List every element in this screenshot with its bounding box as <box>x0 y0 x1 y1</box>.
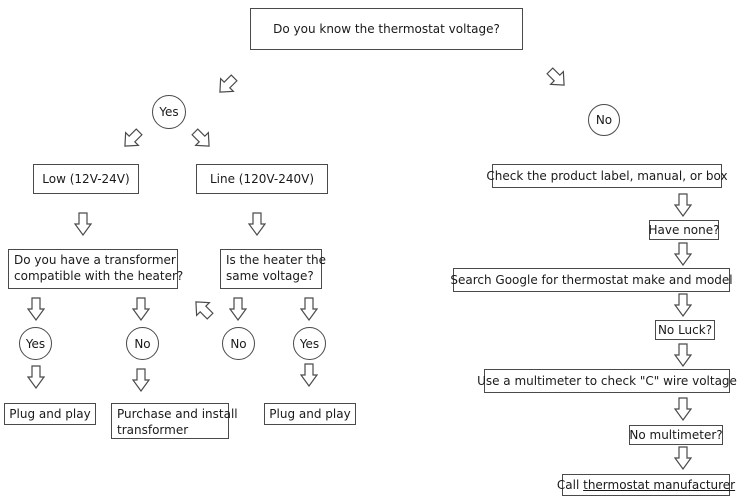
line-yes-circle: Yes <box>293 327 326 360</box>
multimeter-box: Use a multimeter to check "C" wire volta… <box>477 369 737 393</box>
low-no-label: No <box>134 336 151 351</box>
arrow-down-icon <box>300 363 318 387</box>
plug-and-play-text-2: Plug and play <box>269 407 351 421</box>
purchase-line2: transformer <box>117 423 189 437</box>
multimeter-text: Use a multimeter to check "C" wire volta… <box>477 374 737 388</box>
check-label-text: Check the product label, manual, or box <box>486 169 728 183</box>
search-google-box: Search Google for thermostat make and mo… <box>450 268 733 292</box>
arrow-down-icon <box>27 365 45 389</box>
line-no-circle: No <box>222 327 255 360</box>
call-manufacturer-box: Call thermostat manufacturer <box>557 474 735 496</box>
arrow-down-icon <box>300 297 318 321</box>
line-voltage-text: Line (120V-240V) <box>209 172 315 186</box>
low-yes-label: Yes <box>25 336 46 351</box>
root-question-box: Do you know the thermostat voltage? <box>250 8 523 50</box>
arrow-down-icon <box>74 212 92 236</box>
low-voltage-text: Low (12V-24V) <box>42 172 130 186</box>
arrow-down-left-icon <box>215 73 239 97</box>
heater-question-line1: Is the heater the <box>226 253 326 267</box>
arrow-down-right-icon <box>190 127 214 151</box>
check-label-box: Check the product label, manual, or box <box>486 164 728 188</box>
manufacturer-link[interactable]: thermostat manufacturer <box>583 478 736 492</box>
arrow-down-icon <box>674 397 692 421</box>
arrow-down-icon <box>674 293 692 317</box>
yes-circle: Yes <box>152 95 186 129</box>
heater-voltage-question-box: Is the heater the same voltage? <box>220 249 326 289</box>
arrow-down-icon <box>674 343 692 367</box>
arrow-down-right-icon <box>545 66 569 90</box>
plug-and-play-box-2: Plug and play <box>264 403 356 425</box>
transformer-question-line1: Do you have a transformer <box>14 253 176 267</box>
purchase-line1: Purchase and install <box>117 407 238 421</box>
no-label: No <box>595 113 613 127</box>
line-yes-label: Yes <box>299 336 320 351</box>
have-none-text: Have none? <box>648 223 720 237</box>
low-voltage-box: Low (12V-24V) <box>33 164 139 194</box>
heater-question-line2: same voltage? <box>226 269 314 283</box>
transformer-question-box: Do you have a transformer compatible wit… <box>8 249 184 289</box>
arrow-down-icon <box>674 193 692 217</box>
call-prefix-text: Call <box>556 478 584 492</box>
arrow-up-left-icon <box>191 297 215 321</box>
plug-and-play-box-1: Plug and play <box>4 403 96 425</box>
line-no-label: No <box>230 336 247 351</box>
low-yes-circle: Yes <box>19 327 52 360</box>
no-multimeter-box: No multimeter? <box>629 425 723 445</box>
line-voltage-box: Line (120V-240V) <box>196 164 328 194</box>
no-circle: No <box>588 104 620 136</box>
arrow-down-icon <box>248 212 266 236</box>
arrow-down-icon <box>674 242 692 266</box>
arrow-down-left-icon <box>120 127 144 151</box>
arrow-down-icon <box>132 297 150 321</box>
arrow-down-icon <box>229 297 247 321</box>
no-luck-box: No Luck? <box>655 320 715 340</box>
no-luck-text: No Luck? <box>657 323 713 337</box>
purchase-transformer-box: Purchase and install transformer <box>111 403 238 439</box>
arrow-down-icon <box>132 368 150 392</box>
arrow-down-icon <box>27 297 45 321</box>
no-multimeter-text: No multimeter? <box>629 428 723 442</box>
have-none-box: Have none? <box>648 220 720 240</box>
low-no-circle: No <box>126 327 159 360</box>
plug-and-play-text-1: Plug and play <box>9 407 91 421</box>
root-question-text: Do you know the thermostat voltage? <box>273 22 500 36</box>
yes-label: Yes <box>159 105 179 119</box>
search-google-text: Search Google for thermostat make and mo… <box>450 273 733 287</box>
arrow-down-icon <box>674 446 692 470</box>
transformer-question-line2: compatible with the heater? <box>14 269 184 283</box>
